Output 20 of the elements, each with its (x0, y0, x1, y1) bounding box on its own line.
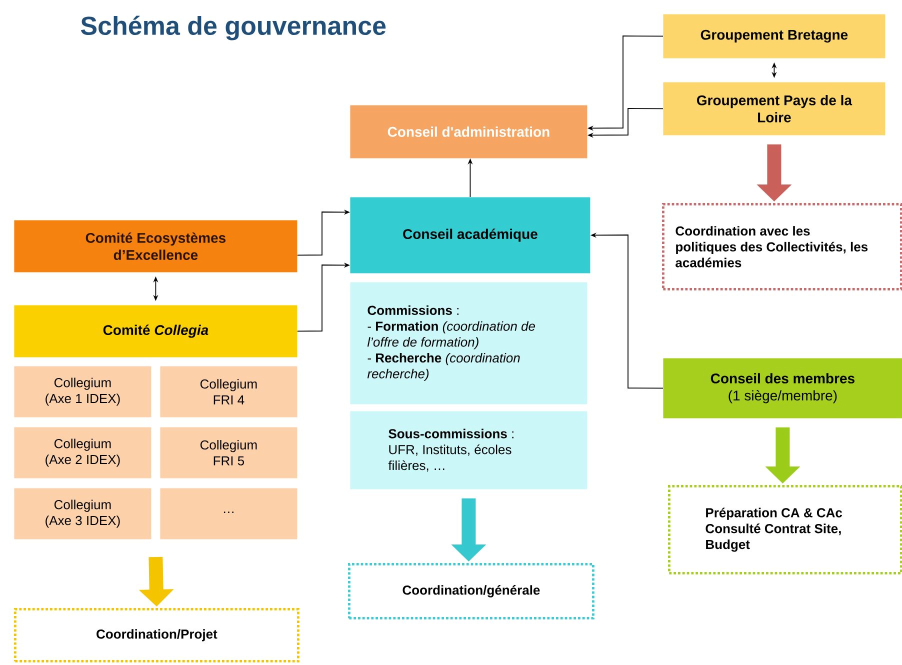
collegium-cell: Collegium FRI 5 (160, 427, 298, 478)
governance-box: Conseil d'administration (350, 105, 588, 158)
collegium-cell: Collegium (Axe 3 IDEX) (14, 488, 152, 540)
commission-box: Commissions : - Formation (coordination de l’offre de formation) - Recherche (coordination recherche) (350, 282, 588, 404)
collegium-cell: Collegium FRI 4 (160, 366, 298, 418)
collegium-cell: Collegium (Axe 1 IDEX) (14, 366, 152, 418)
collegium-cell: Collegium (Axe 2 IDEX) (14, 427, 152, 478)
outcome-box: Préparation CA & CAc Consulté Contrat Site, Budget (668, 485, 902, 574)
outcome-box: Coordination avec les politiques des Collectivités, les académies (662, 203, 902, 290)
governance-box: Comité Collegia (14, 305, 298, 358)
governance-box: Groupement Bretagne (663, 14, 886, 58)
title: Schéma de gouvernance (80, 16, 386, 40)
governance-box: Groupement Pays de la Loire (663, 82, 886, 136)
outcome-box: Coordination/générale (348, 563, 594, 620)
commission-box: Sous-commissions : UFR, Instituts, écoles filières, … (350, 411, 588, 490)
governance-box: Comité Ecosystèmes d’Excellence (14, 220, 298, 272)
outcome-box: Coordination/Projet (14, 608, 300, 662)
governance-box: Conseil des membres (1 siège/membre) (663, 358, 902, 418)
governance-box: Conseil académique (350, 197, 590, 274)
collegium-cell: … (160, 488, 298, 540)
